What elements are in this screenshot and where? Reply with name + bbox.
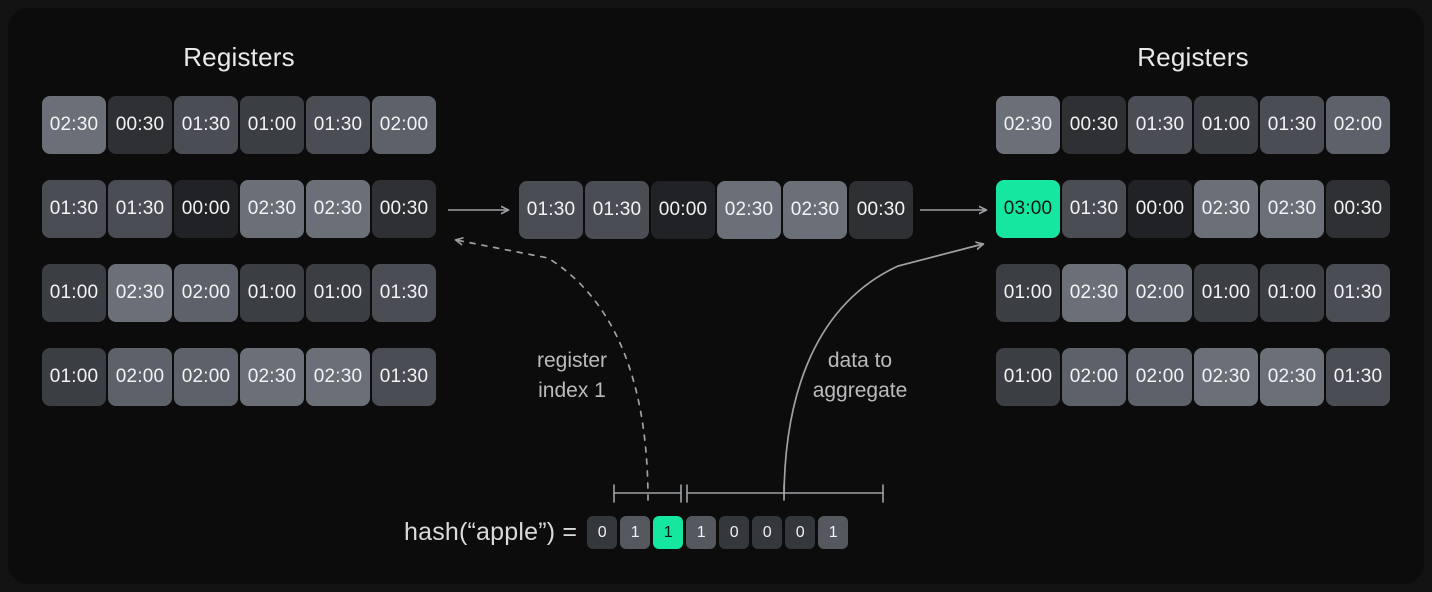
register-cell: 02:30 <box>108 264 172 322</box>
register-cell: 01:00 <box>996 264 1060 322</box>
register-cell: 02:30 <box>996 96 1060 154</box>
hash-bit: 0 <box>719 516 750 549</box>
register-cell: 01:30 <box>372 264 436 322</box>
register-cell: 02:30 <box>1194 348 1258 406</box>
register-cell: 01:30 <box>1326 264 1390 322</box>
register-cell: 01:00 <box>1194 264 1258 322</box>
registers-heading-right: Registers <box>1137 42 1249 72</box>
register-cell-highlighted: 03:00 <box>996 180 1060 238</box>
register-cell: 02:00 <box>174 348 238 406</box>
register-cell: 00:30 <box>849 181 913 239</box>
register-cell: 02:30 <box>1194 180 1258 238</box>
register-cell: 01:30 <box>1326 348 1390 406</box>
register-cell: 02:00 <box>1062 348 1126 406</box>
hash-bit: 0 <box>785 516 816 549</box>
register-cell: 00:00 <box>174 180 238 238</box>
register-cell: 02:30 <box>306 180 370 238</box>
register-cell: 01:00 <box>240 96 304 154</box>
register-cell: 00:30 <box>108 96 172 154</box>
register-cell: 01:00 <box>306 264 370 322</box>
register-cell: 02:00 <box>1128 264 1192 322</box>
register-cell: 02:30 <box>240 348 304 406</box>
register-cell: 02:30 <box>717 181 781 239</box>
register-cell: 01:30 <box>42 180 106 238</box>
register-cell: 01:00 <box>1260 264 1324 322</box>
register-cell: 02:00 <box>1326 96 1390 154</box>
register-cell: 02:30 <box>240 180 304 238</box>
annotation-register-index: register index 1 <box>536 349 608 402</box>
register-cell: 01:00 <box>1194 96 1258 154</box>
register-cell: 00:30 <box>1326 180 1390 238</box>
register-cell: 02:30 <box>42 96 106 154</box>
hash-bit: 1 <box>686 516 717 549</box>
register-cell: 00:30 <box>1062 96 1126 154</box>
register-cell: 01:30 <box>1128 96 1192 154</box>
register-cell: 00:30 <box>372 180 436 238</box>
hash-bit: 1 <box>818 516 849 549</box>
register-cell: 01:00 <box>42 264 106 322</box>
register-cell: 01:00 <box>996 348 1060 406</box>
register-cell: 00:00 <box>1128 180 1192 238</box>
hash-bit: 0 <box>752 516 783 549</box>
register-cell: 02:30 <box>306 348 370 406</box>
register-cell: 02:00 <box>108 348 172 406</box>
annotation-data-to-aggregate: data to aggregate <box>812 349 908 402</box>
hash-label: hash(“apple”) = <box>404 518 578 546</box>
register-cell: 01:30 <box>1260 96 1324 154</box>
register-cell: 02:30 <box>1260 180 1324 238</box>
register-cell: 01:30 <box>585 181 649 239</box>
register-cell: 02:00 <box>372 96 436 154</box>
register-cell: 01:30 <box>174 96 238 154</box>
register-cell: 02:30 <box>1260 348 1324 406</box>
hash-bit: 0 <box>587 516 618 549</box>
register-cell: 00:00 <box>651 181 715 239</box>
register-cell: 01:30 <box>306 96 370 154</box>
registers-heading-left: Registers <box>183 42 295 72</box>
register-cell: 01:30 <box>372 348 436 406</box>
register-cell: 02:00 <box>1128 348 1192 406</box>
register-cell: 02:30 <box>783 181 847 239</box>
register-cell: 02:30 <box>1062 264 1126 322</box>
register-cell: 01:00 <box>240 264 304 322</box>
register-cell: 01:00 <box>42 348 106 406</box>
register-cell: 01:30 <box>519 181 583 239</box>
register-cell: 01:30 <box>1062 180 1126 238</box>
hash-bit-highlighted: 1 <box>653 516 684 549</box>
hash-bit: 1 <box>620 516 651 549</box>
register-cell: 01:30 <box>108 180 172 238</box>
register-cell: 02:00 <box>174 264 238 322</box>
